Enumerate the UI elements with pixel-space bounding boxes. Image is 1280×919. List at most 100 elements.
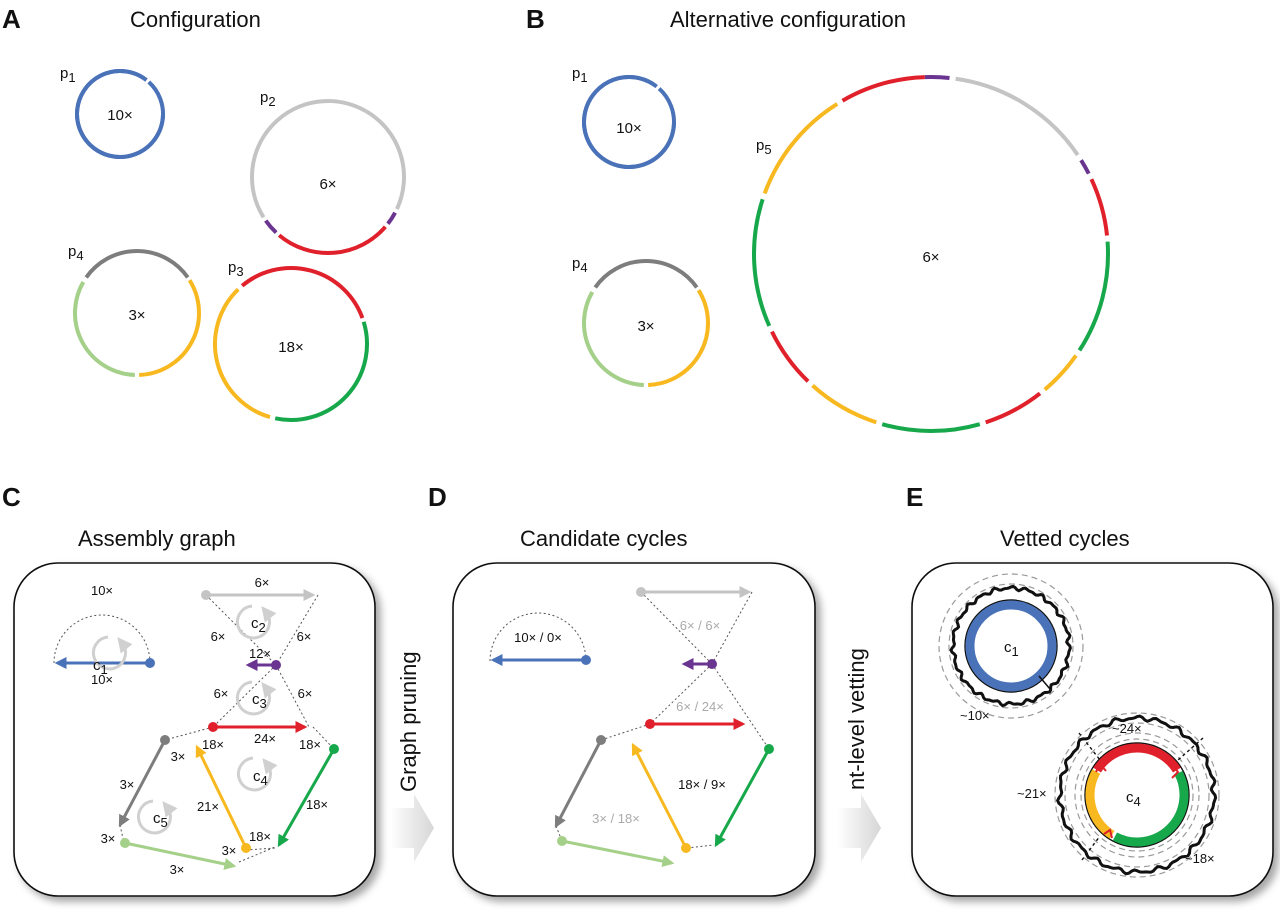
node-purple-d — [707, 659, 717, 669]
node-light-gray-d — [636, 587, 646, 597]
plasmid-ring-p4-segment-dark_gray — [84, 249, 190, 279]
node-dark-gray-d — [596, 735, 606, 745]
node-red-d — [645, 719, 655, 729]
panel-letter-a: A — [2, 4, 21, 34]
edge-label-blue-d: 10× / 0× — [514, 630, 562, 645]
plasmid-coverage-p4-b: 3× — [637, 318, 654, 335]
plasmid-ring-p1-segment-blue — [75, 69, 165, 159]
plasmid-coverage-p4: 3× — [128, 307, 145, 324]
cycle-label-c2: c2 — [251, 615, 266, 635]
c1-colored-ring — [965, 600, 1057, 692]
plasmid-ring-p3-segment-green — [274, 321, 369, 422]
pruning-arrow-shape — [390, 794, 434, 862]
panel-c-title: Assembly graph — [78, 526, 236, 551]
cycle-label-c4-e: c4 — [1126, 789, 1141, 809]
edge-label-red: 24× — [254, 731, 276, 746]
cycle-loop-c3 — [235, 680, 277, 716]
panel-e: E Vetted cycles c1 ~10× — [906, 482, 1274, 897]
plasmid-ring-p5-segment-yellow — [1043, 354, 1078, 392]
c1-outline — [964, 599, 1058, 693]
panel-a-title: Configuration — [130, 7, 261, 32]
c4-colored-ring-segment-red — [1093, 743, 1181, 773]
plasmid-coverage-p1: 10× — [107, 107, 132, 124]
plasmid-ring-p2 — [250, 99, 406, 255]
plasmid-coverage-p3: 18× — [278, 339, 303, 356]
plasmid-ring-p5-segment-yellow — [762, 102, 839, 195]
c4-red-hook-right — [1171, 763, 1180, 779]
panel-d: D Candidate cycles 10× / 0× 6× / 6× 6× /… — [428, 482, 816, 897]
plasmid-ring-p2-segment-purple — [264, 219, 278, 235]
plasmid-ring-p5-segment-green — [752, 198, 772, 327]
plasmid-ring-p4-segment-light_green — [73, 281, 135, 377]
plasmid-label-p1-b: p1 — [572, 65, 588, 85]
panel-b: B Alternative configuration p1 10× p5 6×… — [526, 4, 1110, 433]
node-green-d — [764, 744, 774, 754]
c4-coverage-left: ~21× — [1017, 786, 1047, 801]
vetted-cycle-c1: c1 ~10× — [938, 573, 1084, 723]
c4-coverage-right: ~18× — [1185, 851, 1215, 866]
edge-label-blue-bottom: 10× — [91, 672, 113, 687]
plasmid-label-p4-b: p4 — [572, 255, 588, 275]
node-green — [329, 744, 339, 754]
edge-label-blue-top: 10× — [91, 583, 113, 598]
plasmid-ring-p4-b-segment-yellow — [648, 289, 710, 387]
panel-d-title: Candidate cycles — [520, 526, 688, 551]
plasmid-ring-p3 — [213, 266, 369, 422]
vetted-cycle-c4: c4 ~24× ~21× ~18× — [1017, 712, 1220, 878]
plasmid-ring-p5-segment-purple — [924, 75, 950, 80]
c4-dashed-ring-2 — [1064, 722, 1210, 868]
c4-outline — [1084, 742, 1190, 848]
plasmid-ring-p4-b-segment-dark_gray — [593, 259, 699, 289]
plasmid-label-p1: p1 — [60, 65, 76, 85]
pruning-label: Graph pruning — [396, 651, 421, 792]
c1-coverage-label: ~10× — [960, 708, 990, 723]
cycle-label-c5: c5 — [153, 810, 168, 830]
plasmid-ring-p5-segment-red — [985, 391, 1042, 425]
plasmid-label-p2: p2 — [260, 89, 276, 109]
edge-light-green — [124, 841, 237, 870]
panel-letter-e: E — [906, 482, 923, 512]
plasmid-label-p3: p3 — [228, 259, 244, 279]
node-light-green — [120, 838, 130, 848]
cycle-label-c1-e: c1 — [1004, 639, 1019, 659]
plasmid-coverage-p5: 6× — [922, 249, 939, 266]
c4-red-hook-left — [1095, 762, 1107, 773]
plasmid-ring-p4-b — [582, 259, 710, 387]
panel-letter-b: B — [526, 4, 545, 34]
plasmid-ring-p1-b — [582, 75, 676, 169]
edge-label-gray-top: 6× — [255, 575, 270, 590]
assembly-graph-box — [13, 562, 376, 897]
c1-dashed-ring-outer — [938, 573, 1084, 719]
node-light-gray — [201, 590, 211, 600]
c4-dashed-ring-3 — [1074, 732, 1200, 858]
plasmid-ring-p5-segment-light_gray — [955, 76, 1080, 157]
vetting-arrow-shape — [837, 794, 881, 862]
plasmid-coverage-p2: 6× — [319, 176, 336, 193]
c1-coverage-trace — [949, 584, 1072, 708]
edge-light-green-d — [561, 839, 675, 868]
cycle-label-c1: c1 — [93, 657, 108, 677]
edge-label-green-d: 18× / 9× — [678, 777, 726, 792]
c4-coverage-top: ~24× — [1112, 721, 1142, 736]
plasmid-ring-p5-segment-green — [1077, 241, 1110, 352]
c1-tick — [1038, 675, 1051, 690]
node-light-green-d — [557, 836, 567, 846]
edge-label-red-left: 18× — [202, 737, 224, 752]
edge-label-gray-right: 6× — [297, 629, 312, 644]
c4-dashed-ring-4 — [1080, 738, 1194, 852]
plasmid-ring-p5-segment-purple — [1079, 159, 1091, 175]
cycle-label-c4: c4 — [253, 768, 268, 788]
vetting-label: nt-level vetting — [844, 648, 869, 790]
edge-label-red-right: 18× — [299, 737, 321, 752]
panel-c: C Assembly graph c1 c2 c3 c4 — [2, 482, 376, 897]
plasmid-ring-p1-b-segment-blue — [582, 75, 676, 169]
c4-colored-ring — [1085, 743, 1189, 847]
edge-yellow — [195, 744, 248, 849]
node-blue-d — [581, 655, 591, 665]
panel-letter-c: C — [2, 482, 21, 512]
plasmid-ring-p2-segment-light_gray — [364, 109, 406, 210]
cycle-label-c3: c3 — [252, 691, 267, 711]
plasmid-ring-p5-segment-red — [841, 75, 925, 103]
edge-label-yellow: 21× — [197, 799, 219, 814]
